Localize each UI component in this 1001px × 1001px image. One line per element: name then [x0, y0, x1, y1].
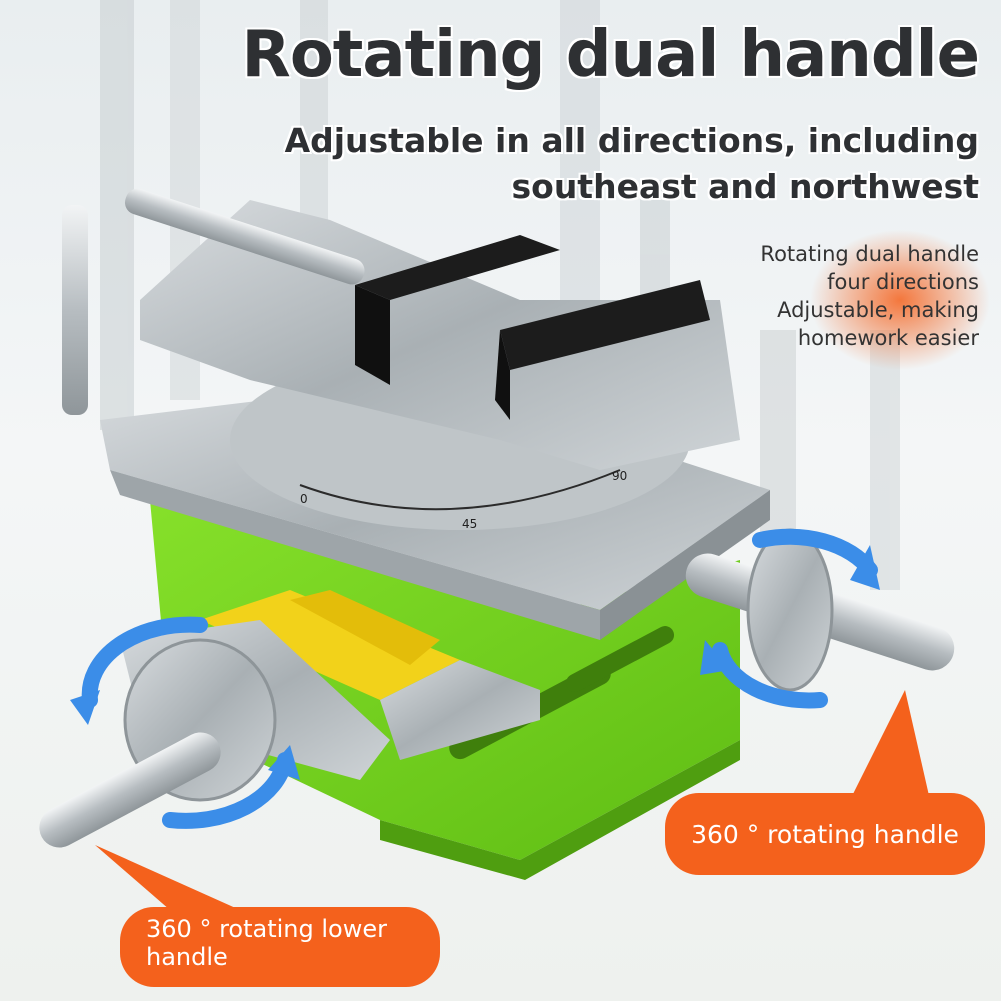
callout-right-text: 360 ° rotating handle — [691, 819, 959, 849]
note-line-4: homework easier — [797, 326, 979, 350]
jaw-pad-left — [355, 235, 560, 300]
subtitle-line-1: Adjustable in all directions, including — [284, 121, 979, 160]
callout-rotating-handle: 360 ° rotating handle — [665, 793, 985, 875]
headline-title: Rotating dual handle — [241, 18, 980, 92]
rotate-arrow-icon — [81, 528, 878, 829]
yellow-cover — [200, 590, 460, 700]
note-line-1: Rotating dual handle — [760, 242, 979, 266]
jaw-pad-right — [500, 280, 710, 370]
subtitle-line-2: southeast and northwest — [511, 167, 980, 206]
vise-body — [62, 188, 740, 470]
callout-rotating-lower-handle: 360 ° rotating lower handle — [120, 907, 440, 987]
callout-left-line-2: handle — [146, 943, 228, 971]
right-handwheel — [685, 528, 955, 692]
headline-subtitle: Adjustable in all directions, including … — [285, 118, 979, 210]
slide-rail — [380, 660, 540, 760]
left-handwheel — [39, 620, 390, 848]
lead-screw — [124, 188, 365, 285]
feature-note: Rotating dual handle four directions Adj… — [760, 240, 979, 352]
vise-handle — [62, 205, 88, 415]
scale-label-90: 90 — [612, 469, 627, 483]
scale-label-45: 45 — [462, 517, 477, 531]
note-line-3: Adjustable, making — [777, 298, 979, 322]
rotate-arrow-heads — [70, 545, 880, 780]
scale-label-0: 0 — [300, 492, 308, 506]
orange-glow — [810, 230, 990, 370]
callout-pointer-right — [850, 690, 930, 800]
callout-left-line-1: 360 ° rotating lower — [146, 915, 387, 943]
note-line-2: four directions — [827, 270, 979, 294]
callout-pointer-left — [95, 845, 240, 910]
